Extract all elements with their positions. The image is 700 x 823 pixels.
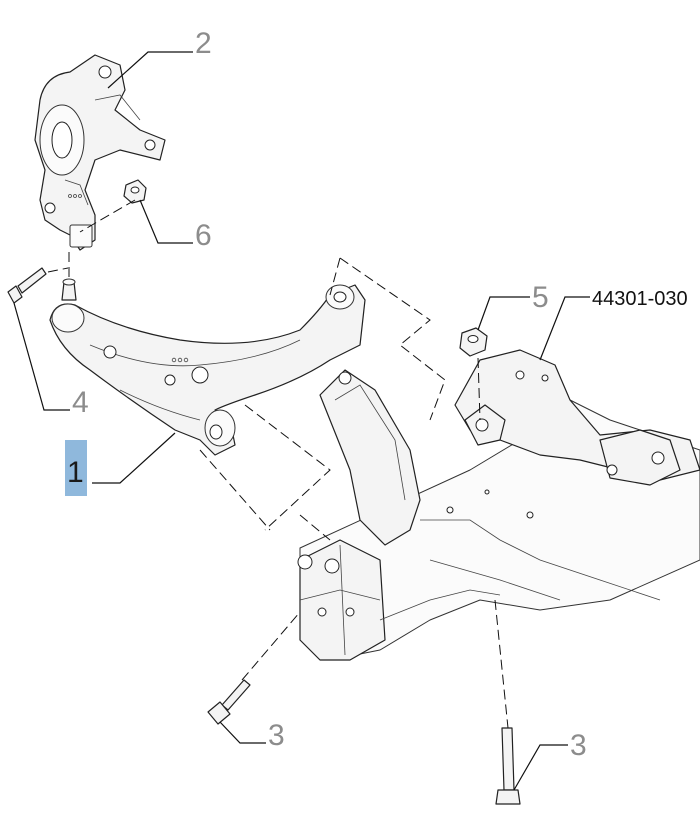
callout-4: 4 <box>72 386 89 419</box>
subframe[interactable] <box>297 349 700 661</box>
arm-bolt[interactable] <box>7 267 47 304</box>
callout-3-rear: 3 <box>570 729 587 762</box>
ball-joint <box>61 278 77 301</box>
callout-3-front: 3 <box>268 719 285 752</box>
bolt-rear[interactable] <box>495 727 521 805</box>
callout-2: 2 <box>195 27 212 60</box>
callout-6: 6 <box>195 219 212 252</box>
subframe-nut[interactable] <box>459 327 488 357</box>
leader-lines <box>13 51 590 791</box>
bolt-front[interactable] <box>207 679 251 725</box>
lower-control-arm[interactable] <box>49 284 366 456</box>
callout-1-highlight <box>65 440 87 496</box>
callout-1[interactable]: 1 <box>67 456 84 489</box>
reference-code: 44301-030 <box>592 288 688 310</box>
knuckle-nut[interactable] <box>123 179 147 204</box>
callout-5: 5 <box>532 281 549 314</box>
assembly-lines <box>47 199 509 729</box>
steering-knuckle[interactable] <box>34 54 166 251</box>
